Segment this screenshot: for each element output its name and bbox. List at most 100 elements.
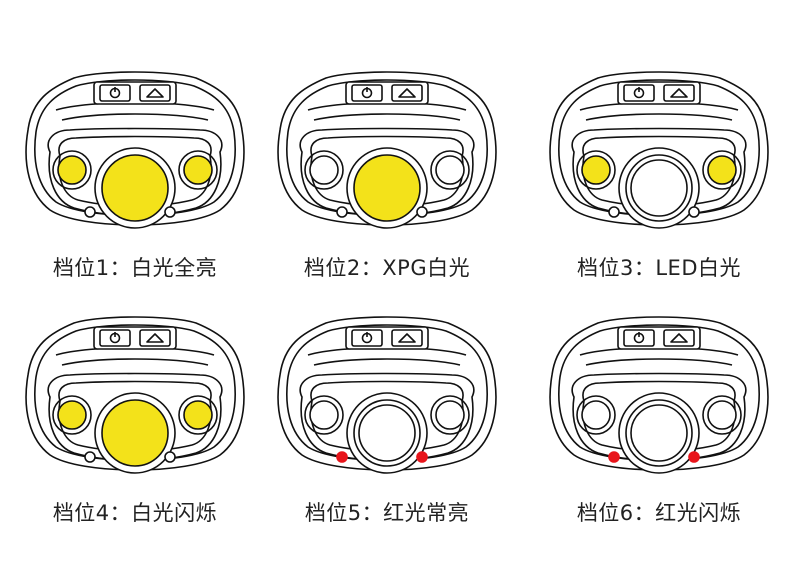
right-side-led: [707, 400, 737, 430]
mode-icon: [146, 333, 164, 343]
top-band-line: [585, 358, 733, 366]
mode-cell-4: 档位4：白光闪烁: [10, 315, 260, 585]
main-led: [625, 399, 693, 467]
top-band-line: [61, 358, 209, 366]
lens-panel: [47, 372, 223, 462]
headlamp-illustration: [277, 71, 497, 229]
right-side-led: [435, 400, 465, 430]
headlamp-modes-grid: 档位1：白光全亮 档位2：XPG白光 档位3：LED白光 档位4：白光闪烁 档位…: [10, 70, 784, 525]
main-led-inner-ring: [358, 404, 416, 462]
power-button: [351, 329, 383, 347]
headlamp-illustration: [25, 71, 245, 229]
left-led-ring: [52, 150, 92, 190]
right-red-led: [416, 206, 428, 218]
mode-button: [663, 84, 695, 102]
right-led-ring: [178, 150, 218, 190]
mode-icon: [670, 333, 688, 343]
mode-cell-5: 档位5：红光常亮: [262, 315, 512, 585]
left-red-led: [336, 451, 348, 463]
mode-label: 档位4：白光闪烁: [52, 501, 218, 525]
top-band-line: [313, 113, 461, 121]
main-led: [353, 154, 421, 222]
mode-button: [139, 329, 171, 347]
left-red-led: [608, 451, 620, 463]
mode-cell-1: 档位1：白光全亮: [10, 70, 260, 340]
main-led-inner-ring: [630, 404, 688, 462]
mode-icon: [670, 88, 688, 98]
main-led: [101, 154, 169, 222]
headlamp-illustration: [549, 316, 769, 474]
power-button: [351, 84, 383, 102]
right-red-led: [164, 206, 176, 218]
right-side-led: [183, 155, 213, 185]
headlamp-illustration: [549, 71, 769, 229]
mode-button: [139, 84, 171, 102]
mode-label: 档位2：XPG白光: [303, 256, 471, 280]
right-led-ring: [702, 150, 742, 190]
mode-cell-6: 档位6：红光闪烁: [534, 315, 784, 585]
main-led-inner-ring: [630, 159, 688, 217]
power-button: [99, 84, 131, 102]
left-led-ring: [576, 150, 616, 190]
left-red-led: [84, 451, 96, 463]
left-led-ring: [304, 395, 344, 435]
mode-cell-2: 档位2：XPG白光: [262, 70, 512, 340]
left-side-led: [309, 155, 339, 185]
mode-label: 档位1：白光全亮: [52, 256, 218, 280]
mode-cell-3: 档位3：LED白光: [534, 70, 784, 340]
right-red-led: [416, 451, 428, 463]
mode-button: [663, 329, 695, 347]
left-side-led: [57, 155, 87, 185]
mode-icon: [398, 88, 416, 98]
left-led-ring: [576, 395, 616, 435]
lens-panel: [299, 127, 475, 217]
right-side-led: [707, 155, 737, 185]
main-led: [625, 154, 693, 222]
right-led-ring: [430, 395, 470, 435]
housing-inner-outline: [34, 324, 236, 462]
left-side-led: [309, 400, 339, 430]
power-button: [623, 329, 655, 347]
left-red-led: [608, 206, 620, 218]
mode-label: 档位5：红光常亮: [304, 501, 470, 525]
right-side-led: [183, 400, 213, 430]
left-led-ring: [304, 150, 344, 190]
mode-button: [391, 329, 423, 347]
mode-icon: [398, 333, 416, 343]
left-side-led: [57, 400, 87, 430]
main-led: [353, 399, 421, 467]
housing-inner-outline: [34, 79, 236, 217]
left-led-ring: [52, 395, 92, 435]
lens-panel: [47, 127, 223, 217]
top-band-line: [585, 113, 733, 121]
lens-panel: [571, 372, 747, 462]
left-red-led: [84, 206, 96, 218]
mode-label: 档位3：LED白光: [577, 256, 741, 280]
right-led-ring: [702, 395, 742, 435]
right-red-led: [688, 451, 700, 463]
housing-inner-outline: [286, 324, 488, 462]
housing-inner-outline: [558, 79, 760, 217]
mode-label: 档位6：红光闪烁: [576, 501, 742, 525]
housing-inner-outline: [558, 324, 760, 462]
housing-inner-outline: [286, 79, 488, 217]
headlamp-illustration: [25, 316, 245, 474]
main-led: [101, 399, 169, 467]
mode-icon: [146, 88, 164, 98]
lens-panel: [299, 372, 475, 462]
top-band-line: [61, 113, 209, 121]
right-red-led: [164, 451, 176, 463]
top-band-line: [313, 358, 461, 366]
left-red-led: [336, 206, 348, 218]
left-side-led: [581, 155, 611, 185]
right-side-led: [435, 155, 465, 185]
left-side-led: [581, 400, 611, 430]
right-red-led: [688, 206, 700, 218]
right-led-ring: [430, 150, 470, 190]
mode-button: [391, 84, 423, 102]
lens-panel: [571, 127, 747, 217]
headlamp-illustration: [277, 316, 497, 474]
right-led-ring: [178, 395, 218, 435]
power-button: [623, 84, 655, 102]
power-button: [99, 329, 131, 347]
